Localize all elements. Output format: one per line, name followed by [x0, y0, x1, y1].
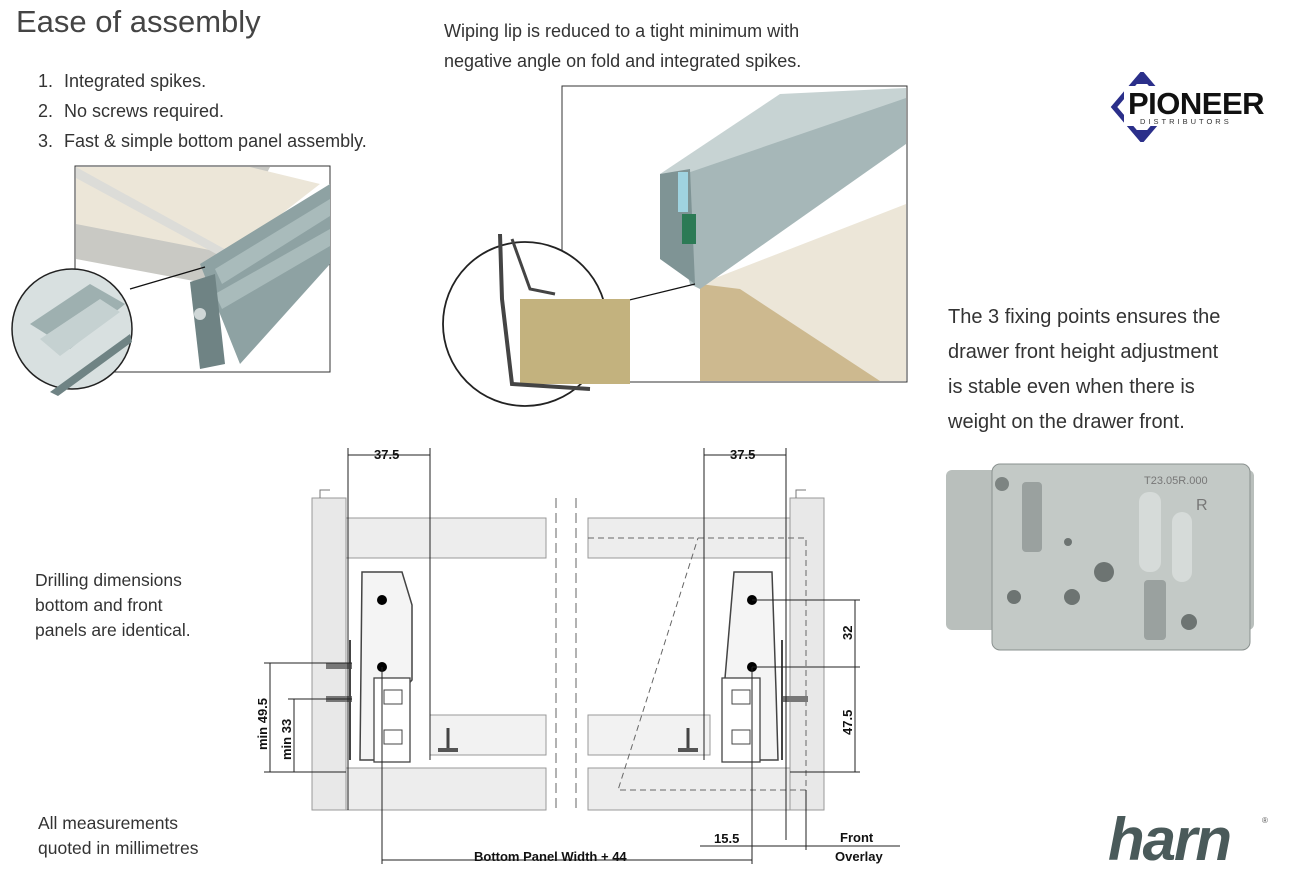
- page-title: Ease of assembly: [16, 4, 261, 39]
- dim-47-5: 47.5: [840, 710, 855, 735]
- harn-logo: harn: [1108, 806, 1232, 873]
- right-side-panel: [789, 497, 825, 811]
- list-item: 2.No screws required.: [38, 101, 225, 121]
- fixing-bracket-photo: T23.05R.000 R: [946, 463, 1254, 651]
- dim-15-5: 15.5: [714, 831, 739, 846]
- drilling-caption: Drilling dimensions bottom and front pan…: [35, 570, 191, 640]
- right-bottom-rail: [587, 767, 791, 811]
- wiping-lip-caption: Wiping lip is reduced to a tight minimum…: [444, 21, 802, 71]
- fixing-points-caption: The 3 fixing points ensures the drawer f…: [948, 306, 1221, 433]
- dim-bottom-panel-width: Bottom Panel Width + 44: [474, 849, 627, 864]
- wiping-lip-illustration: [442, 85, 908, 407]
- list-item: 3.Fast & simple bottom panel assembly.: [38, 131, 367, 151]
- registered-mark-icon: ®: [1262, 816, 1268, 825]
- list-item: 1.Integrated spikes.: [38, 71, 207, 91]
- dim-left-37-5: 37.5: [374, 447, 399, 462]
- bracket-side-mark: R: [1196, 497, 1208, 514]
- pioneer-logo-mark-icon: [1110, 70, 1270, 144]
- left-side-panel: [311, 497, 347, 811]
- dim-right-37-5: 37.5: [730, 447, 755, 462]
- pioneer-logo: PIONEER DISTRIBUTORS: [1110, 70, 1270, 144]
- measurements-note: All measurements quoted in millimetres: [38, 813, 199, 858]
- right-screw-icon: [781, 640, 808, 760]
- pioneer-logo-sub: DISTRIBUTORS: [1140, 117, 1232, 126]
- dim-min-49-5: min 49.5: [255, 698, 270, 750]
- left-bottom-rail: [345, 767, 547, 811]
- dim-32: 32: [840, 626, 855, 640]
- left-top-rail: [345, 517, 547, 559]
- dim-front-label: Front: [840, 830, 874, 845]
- assembly-illustration: [11, 165, 331, 396]
- right-spike-icon: [678, 728, 698, 752]
- steps-list: 1.Integrated spikes. 2.No screws require…: [38, 66, 367, 156]
- bracket-code: T23.05R.000: [1144, 475, 1208, 487]
- pioneer-logo-text: PIONEER: [1128, 86, 1265, 121]
- left-spike-icon: [438, 728, 458, 752]
- dim-min-33: min 33: [279, 719, 294, 760]
- dim-overlay-label: Overlay: [835, 849, 883, 864]
